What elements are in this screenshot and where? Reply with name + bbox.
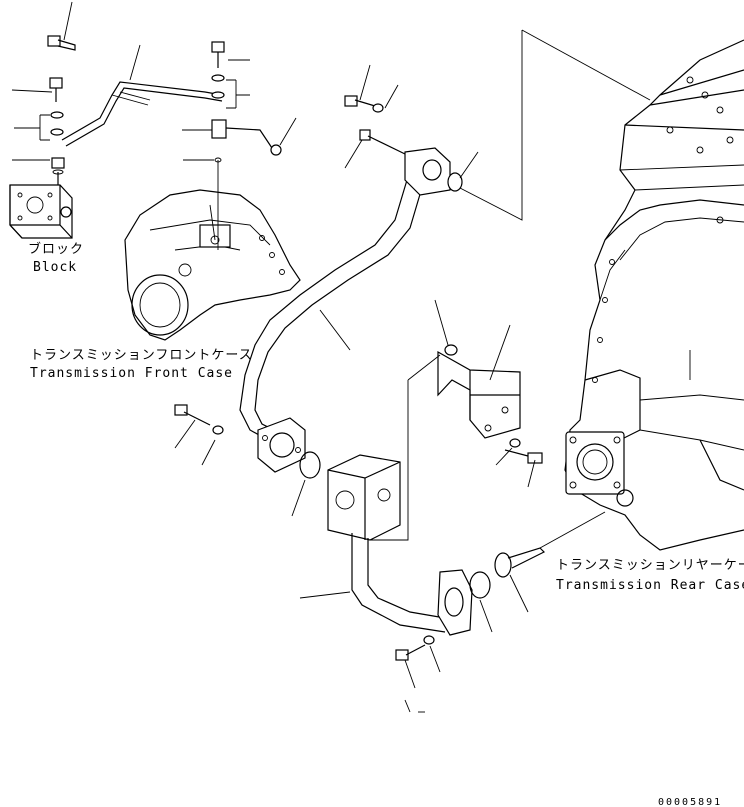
- block-label-en: Block: [33, 260, 78, 275]
- rear-case-label-jp: トランスミッションリヤーケース: [556, 558, 744, 573]
- lower-block-pipe: [327, 454, 473, 636]
- transmission-rear-case: [564, 39, 744, 551]
- front-case-label-jp: トランスミッションフロントケース: [30, 348, 253, 363]
- rear-case-label-en: Transmission Rear Case: [556, 578, 744, 593]
- main-pipe: [239, 147, 451, 473]
- transmission-front-case: [124, 189, 301, 341]
- upper-middle-hardware: [211, 41, 282, 250]
- figure-number: 00005891: [658, 797, 723, 807]
- upper-left-hardware: [47, 35, 76, 200]
- block-part: [9, 184, 73, 239]
- front-case-label-en: Transmission Front Case: [30, 366, 234, 381]
- leader-lines: [11, 1, 651, 689]
- bracket-part: [437, 344, 521, 439]
- lubrication-tube: [61, 81, 223, 147]
- block-label-jp: ブロック: [28, 242, 85, 257]
- lower-hardware: [174, 95, 546, 713]
